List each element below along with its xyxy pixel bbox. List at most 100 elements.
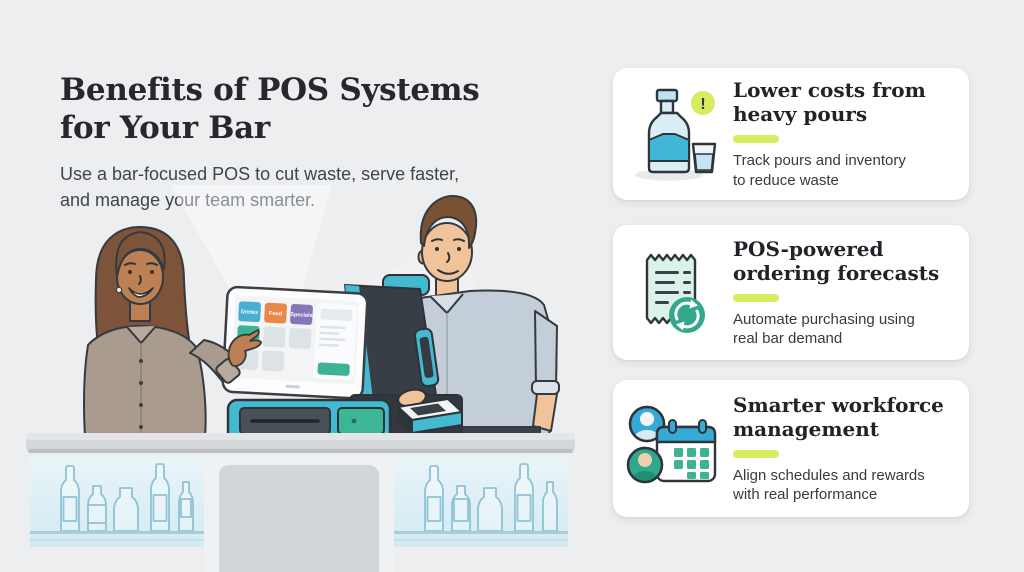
bottle	[87, 485, 107, 532]
bottle-shelf-right	[394, 463, 568, 541]
card-title-line1: Smarter workforce	[733, 392, 944, 417]
pos-base-pad	[337, 407, 385, 435]
team-calendar-icon	[613, 397, 733, 501]
page-subtitle-line2: and manage your team smarter.	[60, 190, 316, 211]
man-rolled-cuff	[531, 380, 560, 395]
pos-pay-button[interactable]	[317, 362, 350, 376]
alert-badge-glyph: !	[700, 96, 705, 113]
pos-menu-tabs: Drinks Food Specials	[238, 301, 313, 325]
man-face-features	[431, 238, 465, 275]
card-body-line1: Automate purchasing using	[733, 310, 915, 328]
bottle	[113, 487, 139, 532]
bottle	[514, 463, 534, 532]
bar-front-panel	[219, 465, 379, 572]
woman-shirt	[83, 325, 207, 438]
calendar-grid	[674, 447, 709, 479]
pos-tab-food-label: Food	[269, 311, 283, 318]
bar-pos-illustration: Drinks Food Specials	[26, 185, 575, 572]
bottle	[477, 487, 503, 532]
receipt-lines	[655, 270, 691, 304]
bottle-cap	[655, 88, 679, 103]
woman-pointing-arm	[189, 329, 262, 384]
page-title-line1: Benefits of POS Systems	[60, 71, 480, 108]
woman-face-features	[124, 262, 158, 298]
accent-underline	[733, 449, 779, 458]
woman-shirt-buttons	[139, 359, 143, 429]
bar-counter	[26, 433, 575, 453]
alert-badge	[691, 91, 715, 115]
bottle-label	[62, 496, 78, 522]
team-calendar-icon-svg	[626, 405, 717, 483]
pos-base	[226, 388, 463, 444]
shelf-shadow	[30, 539, 204, 541]
bottle-label	[453, 498, 469, 522]
woman-earring	[115, 286, 123, 294]
card-title-line1: Lower costs from	[733, 78, 926, 102]
woman-hair-front	[115, 231, 166, 278]
bottle	[60, 465, 80, 532]
card-body-line2: with real performance	[733, 486, 878, 503]
sync-arrows	[674, 299, 700, 330]
shelf-board	[30, 531, 204, 534]
accent-underline	[733, 135, 779, 143]
man-hair	[419, 195, 478, 249]
card-body-line2: real bar demand	[733, 330, 843, 347]
shelf-shadow	[394, 539, 568, 541]
woman-hand	[227, 329, 262, 367]
bottle	[150, 463, 170, 532]
bottle-label	[152, 494, 168, 522]
page-title-line2: for Your Bar	[60, 110, 270, 147]
screen-light-beam	[170, 185, 332, 299]
card-reader[interactable]	[397, 398, 463, 434]
man-forearm	[532, 393, 558, 432]
alert-bottle-icon-svg: !	[635, 88, 717, 181]
bottle	[451, 485, 471, 532]
bottle	[424, 465, 444, 532]
page-subtitle: Use a bar-focused POS to cut waste, serv…	[60, 161, 530, 213]
receipt-sync-icon-svg	[645, 253, 705, 333]
pos-screen: Drinks Food Specials	[221, 285, 369, 400]
alert-bottle-icon: !	[613, 82, 733, 186]
man-face	[421, 222, 473, 282]
card-title-line1: POS-powered	[733, 236, 884, 261]
avatar-top	[628, 405, 666, 442]
card-title-line2: management	[733, 416, 879, 441]
shot-glass-liquid	[694, 153, 714, 171]
bottle-neck	[659, 99, 675, 115]
woman-figure	[83, 226, 207, 438]
bottle-label	[516, 494, 532, 522]
pos-tab-drinks-label: Drinks	[241, 309, 258, 316]
man-upper-arm	[534, 310, 558, 389]
card-body-line2: to reduce waste	[733, 171, 839, 189]
page-subtitle-line1: Use a bar-focused POS to cut waste, serv…	[60, 164, 460, 184]
accent-underline	[733, 293, 779, 302]
bottle-shelf-left	[30, 463, 204, 541]
bottle	[178, 481, 194, 532]
receipt-sync-icon	[613, 241, 733, 345]
card-body-line1: Align schedules and rewards	[733, 466, 925, 484]
avatar-bottom	[626, 446, 664, 483]
pos-tab-specials[interactable]	[290, 304, 313, 325]
bottle-label	[180, 498, 192, 518]
card-title-line2: ordering forecasts	[733, 260, 940, 285]
pos-tab-specials-label: Specials	[290, 312, 313, 319]
shelf-board	[394, 531, 568, 534]
bottle	[542, 481, 558, 532]
pos-tab-food[interactable]	[264, 302, 287, 324]
pos-order-panel	[313, 303, 357, 381]
pos-tab-drinks[interactable]	[238, 301, 261, 323]
bottle-label	[648, 133, 690, 162]
pos-base-pad-dot	[351, 418, 357, 424]
